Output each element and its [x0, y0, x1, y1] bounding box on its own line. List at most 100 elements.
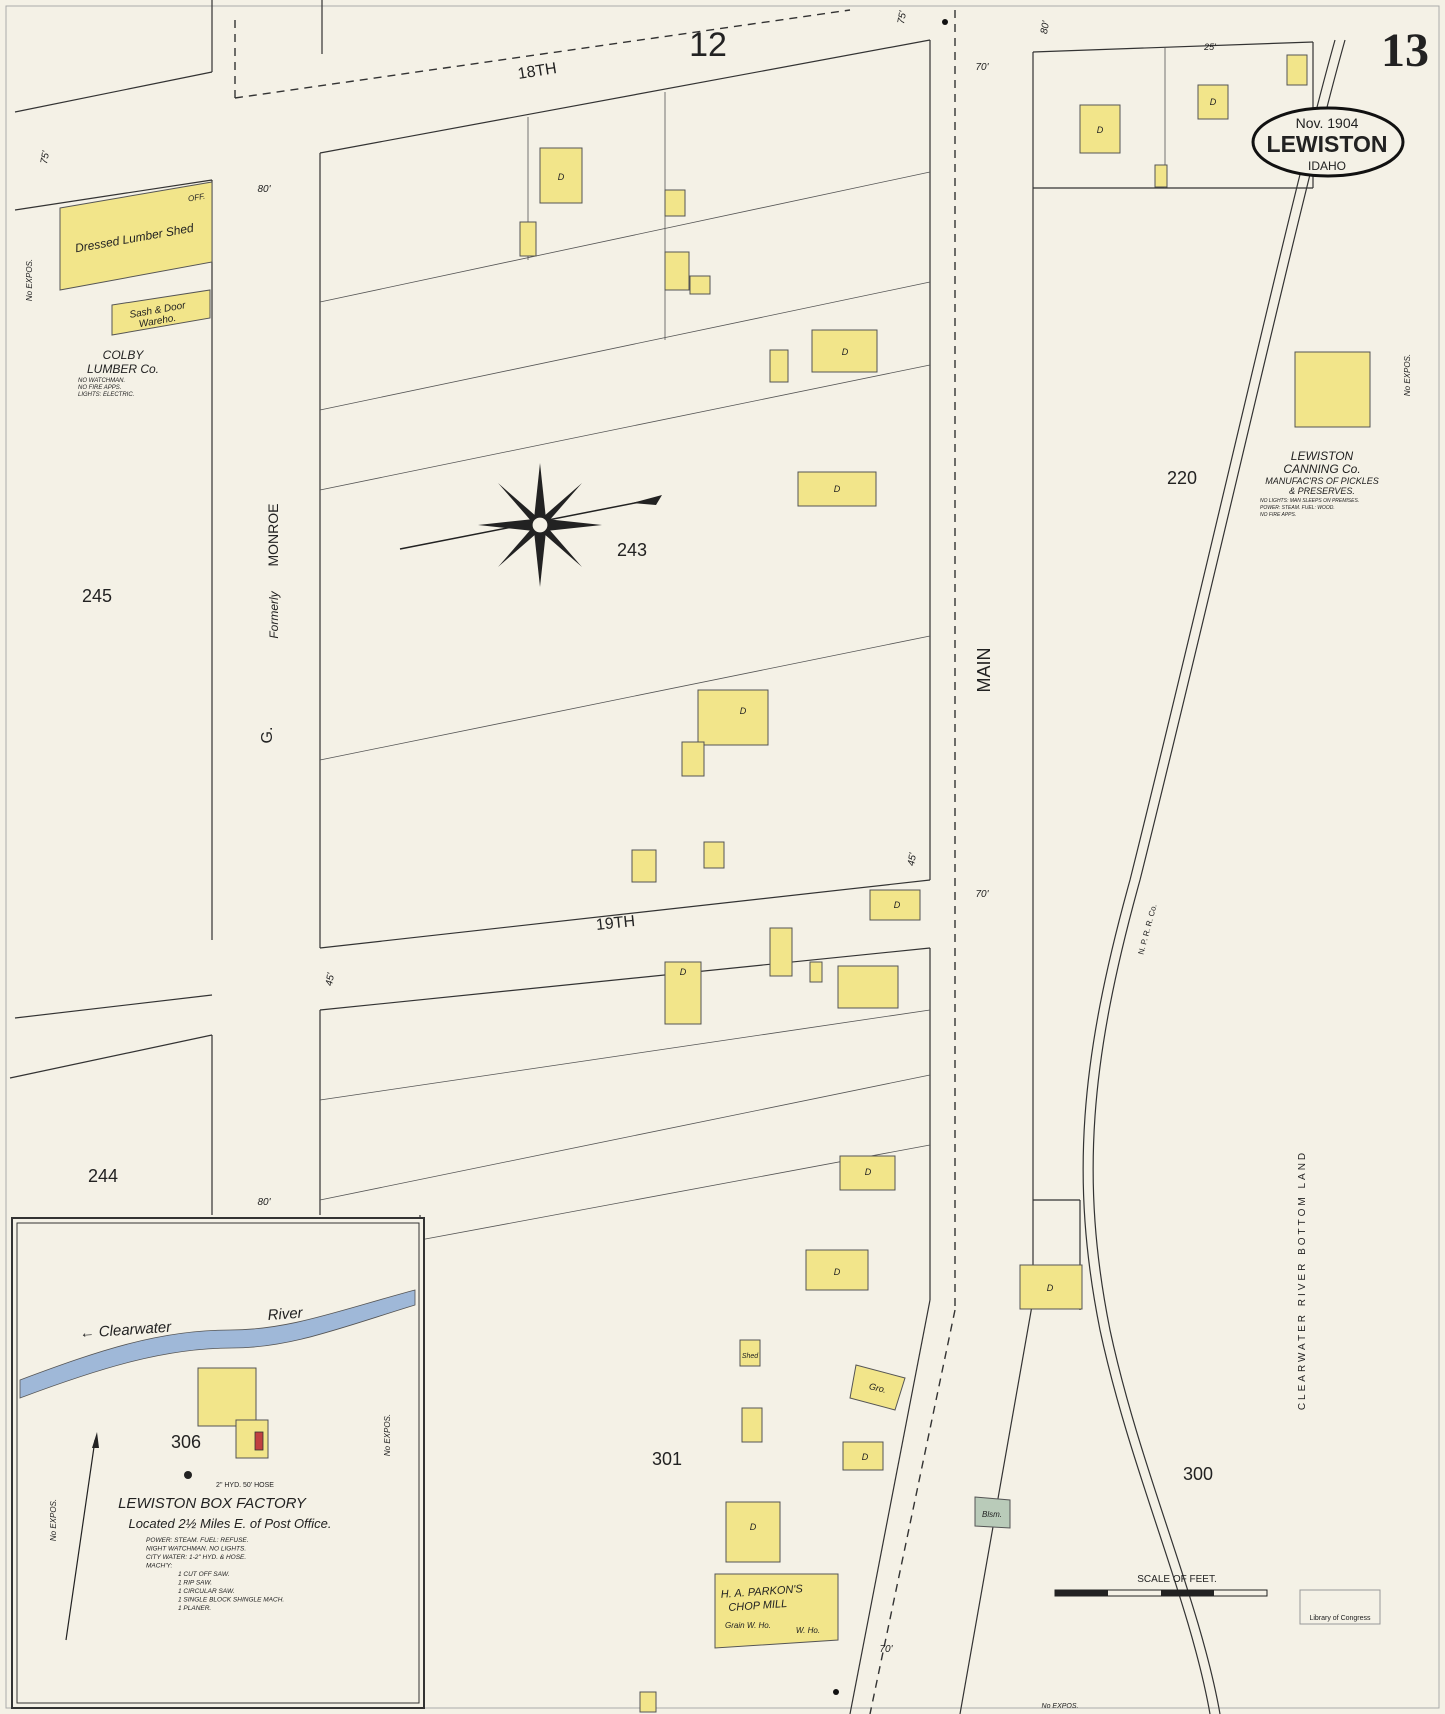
canning-name-3: MANUFAC'RS OF PICKLES — [1265, 476, 1378, 486]
block-numbers: 245 244 243 220 301 300 306 — [82, 468, 1213, 1484]
shed — [739, 1339, 761, 1367]
sheet-number: 13 — [1381, 24, 1429, 77]
outbuilding — [809, 961, 823, 983]
no-exposure-east: No EXPOS. — [1403, 354, 1412, 396]
inset-note-line: NIGHT WATCHMAN. NO LIGHTS. — [146, 1546, 246, 1553]
map-date: Nov. 1904 — [1296, 115, 1359, 131]
bottom-land-label: CLEARWATER RIVER BOTTOM LAND — [1297, 1150, 1308, 1410]
street-18th: 18TH — [517, 60, 558, 83]
outbuilding — [519, 221, 537, 257]
survey-marker-icon — [942, 19, 948, 25]
dwelling — [725, 1501, 781, 1563]
dwelling-mark: D — [558, 172, 565, 182]
no-exposure-bottom: No EXPOS. — [1042, 1703, 1079, 1710]
warehouse-label: W. Ho. — [796, 1626, 820, 1635]
colby-note-2: NO FIRE APPS. — [78, 385, 121, 391]
canning-name-1: LEWISTON — [1291, 449, 1354, 463]
inset-note-line: 1 CIRCULAR SAW. — [178, 1588, 235, 1595]
inset-location: Located 2½ Miles E. of Post Office. — [128, 1516, 331, 1531]
block-301: 301 — [652, 1449, 682, 1469]
outbuilding — [664, 251, 690, 291]
inset-note-line: MACH'Y: — [146, 1563, 172, 1570]
street-g-formerly: Formerly — [267, 590, 281, 638]
block-244: 244 — [88, 1166, 118, 1186]
dwelling — [539, 147, 583, 204]
dim-75-west: 75' — [39, 149, 52, 165]
sash-door-warehouse — [111, 289, 211, 336]
dwelling — [837, 965, 899, 1009]
dwelling — [842, 1441, 884, 1471]
outbuilding — [1154, 164, 1168, 188]
outbuilding — [681, 741, 705, 777]
dwelling-mark: D — [1210, 97, 1217, 107]
dressed-lumber-shed — [59, 181, 213, 291]
inset-note-line: 1 SINGLE BLOCK SHINGLE MACH. — [178, 1597, 284, 1604]
grain-warehouse-label: Grain W. Ho. — [725, 1621, 771, 1630]
outbuilding — [1286, 54, 1308, 86]
river-label-1: ← Clearwater — [79, 1319, 173, 1342]
block-306: 306 — [171, 1432, 201, 1452]
no-exposure-inset-left: No EXPOS. — [49, 1499, 58, 1541]
dwelling — [797, 471, 877, 507]
blacksmith-label: Blsm. — [982, 1510, 1002, 1519]
office-label: OFF. — [187, 192, 205, 204]
canning-note-3: NO FIRE APPS. — [1260, 512, 1296, 518]
dim-70-main-bottom: 70' — [879, 1644, 893, 1655]
dwelling-mark: D — [865, 1167, 872, 1177]
colby-name-2: LUMBER Co. — [87, 362, 159, 376]
dim-70-main: 70' — [975, 62, 989, 73]
dwelling — [1079, 104, 1121, 154]
street-19th: 19TH — [595, 913, 636, 934]
library-stamp — [1299, 1589, 1381, 1625]
grocery-label: Gro. — [868, 1381, 887, 1395]
dwelling-mark: D — [750, 1522, 757, 1532]
adjacent-sheet-number: 12 — [689, 26, 727, 64]
canning-note-2: POWER: STEAM. FUEL: WOOD. — [1260, 505, 1335, 511]
buildings — [59, 54, 1371, 1713]
inset-title: LEWISTON BOX FACTORY — [118, 1495, 307, 1512]
block-245: 245 — [82, 586, 112, 606]
hydrant-icon — [184, 1471, 192, 1479]
block-220: 220 — [1167, 468, 1197, 488]
block-243: 243 — [617, 540, 647, 560]
dwelling — [1197, 84, 1229, 120]
dim-80-west-bottom: 80' — [257, 1197, 271, 1208]
inset-labels: ← Clearwater River LEWISTON BOX FACTORY … — [65, 1305, 332, 1641]
dim-70-main-mid: 70' — [975, 889, 989, 900]
chop-mill-name-2: CHOP MILL — [728, 1598, 788, 1614]
outbuilding — [639, 1691, 657, 1713]
shed-label: Shed — [742, 1353, 759, 1360]
canning-name-4: & PRESERVES. — [1289, 486, 1355, 496]
outbuilding — [689, 275, 711, 295]
dim-75-top: 75' — [896, 9, 909, 25]
hydrant-label: 2" HYD. 50' HOSE — [216, 1482, 274, 1489]
no-exposure-west: No EXPOS. — [25, 259, 34, 301]
map-state: IDAHO — [1308, 159, 1346, 173]
street-labels: 18TH 19TH MAIN G. Formerly MONROE — [259, 60, 994, 934]
map-border — [5, 5, 1440, 1709]
dwelling — [697, 689, 769, 746]
street-monroe: MONROE — [265, 504, 281, 567]
street-g: G. — [259, 727, 276, 744]
inset-note-line: CITY WATER: 1-2" HYD. & HOSE. — [146, 1554, 246, 1561]
colby-name-1: COLBY — [103, 348, 145, 362]
dwelling-mark: D — [1047, 1283, 1054, 1293]
inset-note-line: POWER: STEAM. FUEL: REFUSE. — [146, 1537, 249, 1544]
chop-mill-name-1: H. A. PARKON'S — [720, 1583, 803, 1601]
dim-25-220: 25' — [1203, 42, 1216, 52]
outbuilding — [664, 189, 686, 217]
inset-note-line: 1 CUT OFF SAW. — [178, 1571, 230, 1578]
inset-frame — [11, 1217, 425, 1709]
outbuilding — [703, 841, 725, 869]
canning-factory — [1294, 351, 1371, 428]
outbuilding — [741, 1407, 763, 1443]
no-exposure-inset: No EXPOS. — [383, 1414, 392, 1456]
north-arrow-head-icon — [92, 1432, 99, 1448]
misc-labels: No EXPOS. No EXPOS. No EXPOS. No EXPOS. … — [25, 9, 1412, 1710]
dwelling-mark: D — [894, 900, 901, 910]
dim-45-g: 45' — [324, 971, 337, 987]
dim-45-19th: 45' — [906, 851, 919, 867]
dwelling — [811, 329, 878, 373]
colby-note-1: NO WATCHMAN. — [78, 378, 125, 384]
compass-rose — [399, 463, 662, 587]
